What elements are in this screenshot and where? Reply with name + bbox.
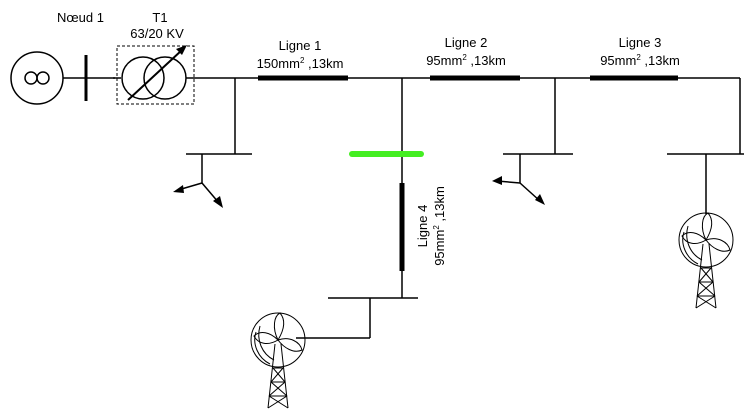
wind-farm-branch-2 <box>667 78 744 214</box>
line-3-name: Ligne 3 <box>619 35 662 50</box>
wind-farm-branch-1 <box>296 297 418 339</box>
line-1-name: Ligne 1 <box>279 38 322 53</box>
wind-turbine-icon <box>250 312 306 409</box>
load-branch-2 <box>503 78 573 183</box>
line-1-spec: 150mm2 ,13km <box>257 56 344 71</box>
transformer-ratio: 63/20 KV <box>130 26 184 41</box>
node-1-label: Nœud 1 <box>57 10 104 25</box>
line-2-segment <box>430 75 520 81</box>
load-arrow-icon <box>173 182 223 208</box>
line-4-name: Ligne 4 <box>415 205 430 248</box>
transformer-name: T1 <box>152 10 167 25</box>
wind-turbine-icon <box>678 212 734 309</box>
load-arrow-icon <box>492 176 545 205</box>
line-2-spec: 95mm2 ,13km <box>426 53 506 68</box>
load-branch-1 <box>186 78 252 183</box>
line-3-segment <box>590 75 678 81</box>
fault-bar <box>349 151 424 157</box>
line-4-segment <box>399 183 405 271</box>
line-4-spec: 95mm2 ,13km <box>432 186 447 266</box>
line-2-name: Ligne 2 <box>445 35 488 50</box>
line-1-segment <box>258 75 348 81</box>
generator-icon <box>10 51 64 105</box>
line-3-spec: 95mm2 ,13km <box>600 53 680 68</box>
transformer-icon <box>113 45 195 105</box>
